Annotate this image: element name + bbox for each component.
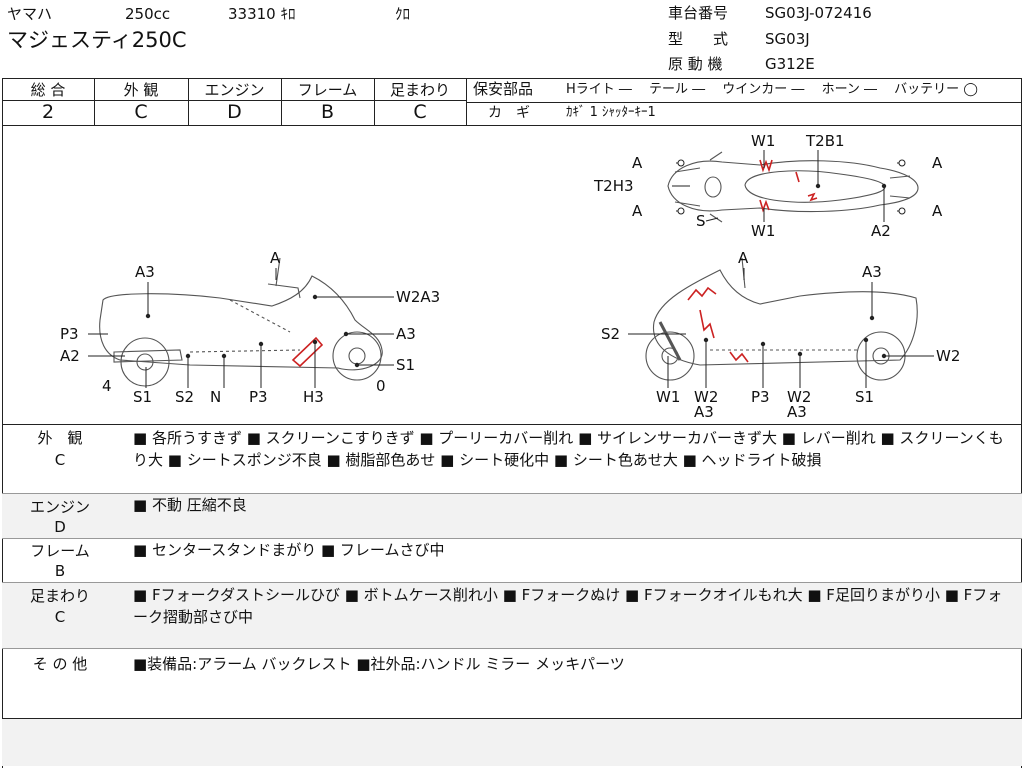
frame-no-label: 車台番号 <box>668 4 729 22</box>
diag-label: A3 <box>396 325 416 343</box>
section-grade: B <box>54 562 66 580</box>
section-label: そ の 他 <box>32 655 88 673</box>
damage-marks <box>291 159 818 368</box>
diag-label: S2 <box>175 388 194 406</box>
color: ｸﾛ <box>395 5 411 23</box>
diag-label: 4 <box>102 377 112 395</box>
leader-lines <box>88 150 934 388</box>
diag-label: W2 <box>694 388 718 406</box>
scooter-outlines <box>99 151 919 387</box>
diag-label: S2 <box>601 325 620 343</box>
diag-label: W2A3 <box>396 288 440 306</box>
rating-value: 2 <box>41 101 55 123</box>
section-grade: C <box>54 608 66 626</box>
rating-label: 総 合 <box>30 81 66 99</box>
diag-label: A <box>932 154 943 172</box>
diag-label: A3 <box>787 403 807 421</box>
rating-value: B <box>320 101 335 123</box>
section-label: 外 観 <box>37 429 83 447</box>
section-label: エンジン <box>29 498 90 516</box>
diag-label: A3 <box>694 403 714 421</box>
section-text: ■ 不動 圧縮不良 <box>133 496 247 514</box>
diag-label: A <box>632 202 643 220</box>
section-grade: C <box>54 451 66 469</box>
section-text: ■ 各所うすきず ■ スクリーンこすりきず ■ プーリーカバー削れ ■ サイレン… <box>133 429 1004 469</box>
diag-label: S1 <box>855 388 874 406</box>
diag-label: S <box>696 212 706 230</box>
frame-no: SG03J-072416 <box>765 4 872 22</box>
diag-label: 0 <box>376 377 386 395</box>
section-text: ■装備品:アラーム バックレスト ■社外品:ハンドル ミラー メッキパーツ <box>133 655 625 673</box>
diag-label: H3 <box>303 388 324 406</box>
rating-label: 外 観 <box>123 81 159 99</box>
diag-label: W2 <box>936 347 960 365</box>
safety-label: 保安部品 <box>473 80 534 98</box>
rating-value: C <box>134 101 148 123</box>
diag-label: A <box>932 202 943 220</box>
damage-diagram: W1 T2B1 A A T2H3 A A S W1 A2 A A3 W2A3 P… <box>60 132 960 421</box>
engine-label: 原 動 機 <box>668 55 723 73</box>
diag-label: P3 <box>60 325 79 343</box>
diag-label: A2 <box>871 222 891 240</box>
mileage: 33310 ｷﾛ <box>228 5 296 23</box>
diag-label: N <box>210 388 221 406</box>
key-label: カ ギ <box>488 105 530 121</box>
diag-label: T2H3 <box>593 177 634 195</box>
diag-label: P3 <box>249 388 268 406</box>
type: SG03J <box>765 30 810 48</box>
diag-label: S1 <box>396 356 415 374</box>
key-info: ｶｷﾞ 1 ｼｬｯﾀｰｷｰ1 <box>566 105 656 120</box>
section-text: ■ Fフォークダストシールひび ■ ボトムケース削れ小 ■ Fフォークぬけ ■ … <box>133 586 1003 626</box>
diag-label: S1 <box>133 388 152 406</box>
diag-label: A <box>270 249 281 267</box>
rating-label: 足まわり <box>389 81 450 99</box>
rating-value: D <box>227 101 242 123</box>
diag-label: A <box>738 249 749 267</box>
rating-label: フレーム <box>297 81 358 99</box>
diag-label: W1 <box>751 222 775 240</box>
diag-label: A3 <box>862 263 882 281</box>
diag-label: T2B1 <box>805 132 845 150</box>
leader-dots <box>145 183 887 368</box>
type-label: 型 式 <box>668 30 729 48</box>
section-label: フレーム <box>30 542 90 560</box>
diag-label: W1 <box>656 388 680 406</box>
model-name: マジェスティ250C <box>7 28 187 52</box>
displacement: 250cc <box>125 5 171 23</box>
engine: G312E <box>765 55 815 73</box>
diag-label: P3 <box>751 388 770 406</box>
diag-label: W2 <box>787 388 811 406</box>
safety-items: Hライト ― テール ― ウインカー ― ホーン ― バッテリー ◯ <box>566 82 978 97</box>
section-grade: D <box>54 518 66 536</box>
diag-label: A3 <box>135 263 155 281</box>
maker: ヤマハ <box>7 5 53 23</box>
diag-label: W1 <box>751 132 775 150</box>
diag-label: A <box>632 154 643 172</box>
rating-label: エンジン <box>204 81 265 99</box>
section-text: ■ センタースタンドまがり ■ フレームさび中 <box>133 541 445 559</box>
diagram-labels: W1 T2B1 A A T2H3 A A S W1 A2 A A3 W2A3 P… <box>60 132 960 421</box>
rating-value: C <box>413 101 427 123</box>
section-label: 足まわり <box>29 587 90 605</box>
diag-label: A2 <box>60 347 80 365</box>
